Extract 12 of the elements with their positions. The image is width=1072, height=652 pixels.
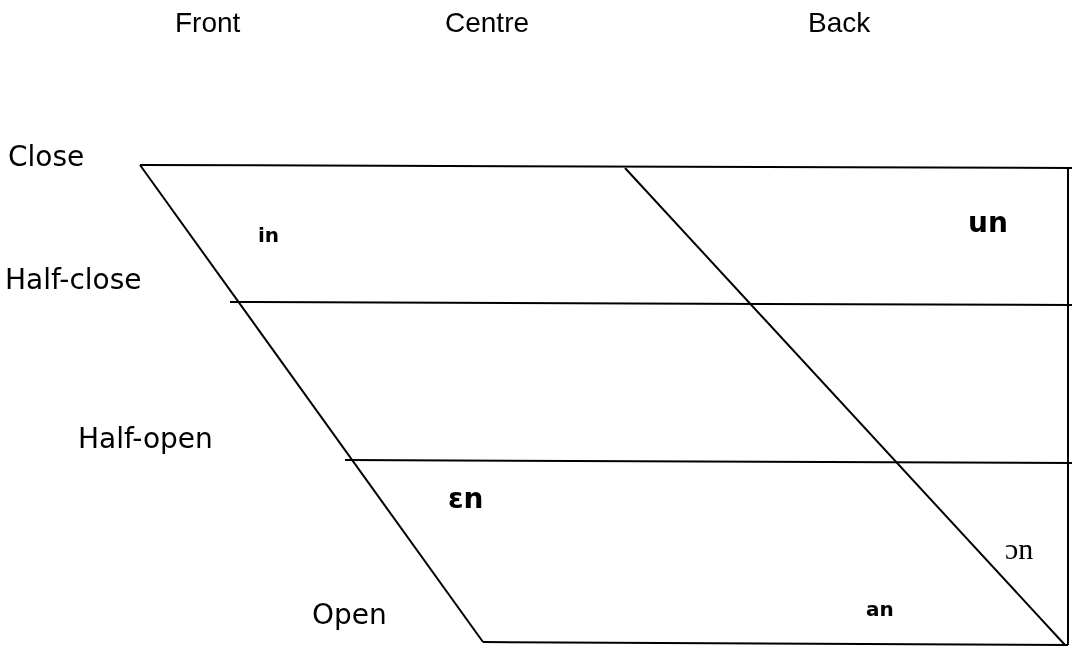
column-heading: Back — [808, 8, 871, 39]
vowel-symbol: in — [258, 224, 280, 246]
vowel-symbol: ɛn — [448, 484, 484, 515]
column-heading: Centre — [445, 8, 530, 39]
vowel-symbol: an — [866, 598, 894, 620]
vowel-symbol: ɔn — [1005, 532, 1034, 565]
row-heading: Close — [8, 142, 85, 173]
row-heading: Half-close — [5, 265, 142, 296]
column-heading: Front — [175, 8, 241, 39]
row-heading: Half-open — [78, 424, 213, 455]
row-heading: Open — [312, 600, 387, 631]
vowel-symbol: un — [968, 208, 1008, 239]
